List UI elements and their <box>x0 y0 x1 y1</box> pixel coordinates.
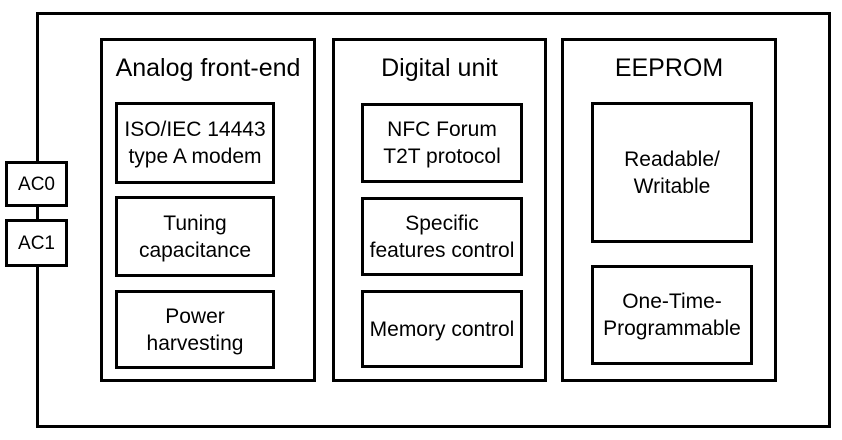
block-nfc-forum-t2t-protocol: NFC Forum T2T protocol <box>361 103 523 183</box>
block-one-time-programmable: One-Time- Programmable <box>591 265 753 365</box>
block-memory-control: Memory control <box>361 290 523 368</box>
block-readable-writable: Readable/ Writable <box>591 102 753 243</box>
section-digital-unit: Digital unit NFC Forum T2T protocol Spec… <box>332 38 547 382</box>
block-power-harvesting: Power harvesting <box>115 290 275 369</box>
block-specific-features-control: Specific features control <box>361 197 523 276</box>
block-label: Readable/ Writable <box>624 147 720 198</box>
section-title-digital-unit: Digital unit <box>381 54 498 82</box>
section-analog-front-end: Analog front-end ISO/IEC 14443 type A mo… <box>100 38 316 382</box>
block-label: Tuning capacitance <box>138 211 252 262</box>
block-label: Specific features control <box>369 211 515 262</box>
port-ac1-label: AC1 <box>18 232 55 254</box>
section-title-eeprom: EEPROM <box>614 54 724 82</box>
block-label: Memory control <box>369 317 515 341</box>
port-ac1: AC1 <box>5 219 68 267</box>
port-ac0-label: AC0 <box>18 173 55 195</box>
block-iso-iec-14443-type-a-modem: ISO/IEC 14443 type A modem <box>115 102 275 184</box>
block-label: Power harvesting <box>146 304 244 355</box>
block-label: NFC Forum T2T protocol <box>383 118 501 168</box>
block-tuning-capacitance: Tuning capacitance <box>115 196 275 277</box>
section-title-analog-front-end: Analog front-end <box>115 54 301 82</box>
port-ac0: AC0 <box>5 161 68 207</box>
section-eeprom: EEPROM Readable/ Writable One-Time- Prog… <box>561 38 777 382</box>
block-label: One-Time- Programmable <box>603 290 741 340</box>
block-label: ISO/IEC 14443 type A modem <box>124 118 266 168</box>
